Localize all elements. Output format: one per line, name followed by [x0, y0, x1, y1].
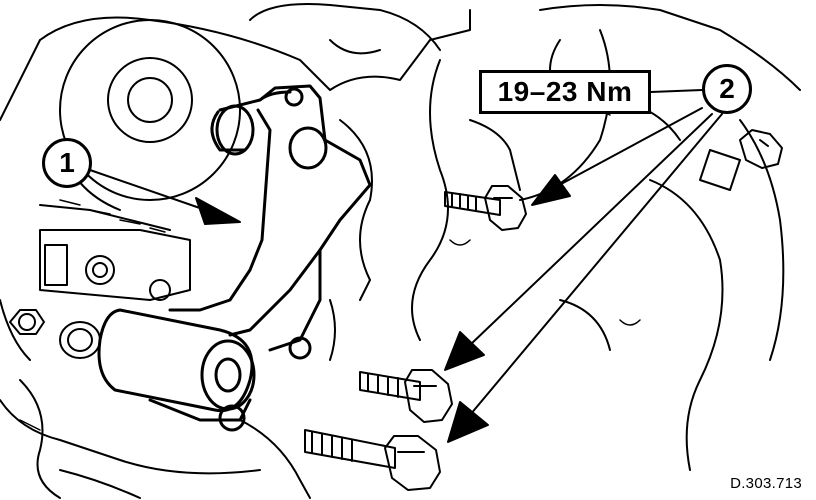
bolt-corner: [699, 129, 783, 191]
bolt-upper: [444, 185, 527, 231]
lower-left-nuts: [9, 309, 101, 359]
tensioner-arm: [168, 84, 372, 360]
leader-callout-2: [444, 89, 723, 443]
bolt-lower: [304, 429, 441, 491]
left-mount: [39, 204, 191, 301]
engine-block-outline: [0, 3, 801, 499]
callout-2: 2: [702, 64, 752, 114]
torque-spec-label: 19–23 Nm: [479, 70, 651, 114]
idler-roller: [97, 308, 256, 432]
bolt-middle: [359, 369, 453, 423]
callout-1: 1: [42, 138, 92, 188]
pulley: [59, 19, 241, 211]
detail-lines: [19, 89, 641, 431]
drawing-id: D.303.713: [730, 475, 802, 492]
leader-callout-1: [89, 169, 241, 225]
